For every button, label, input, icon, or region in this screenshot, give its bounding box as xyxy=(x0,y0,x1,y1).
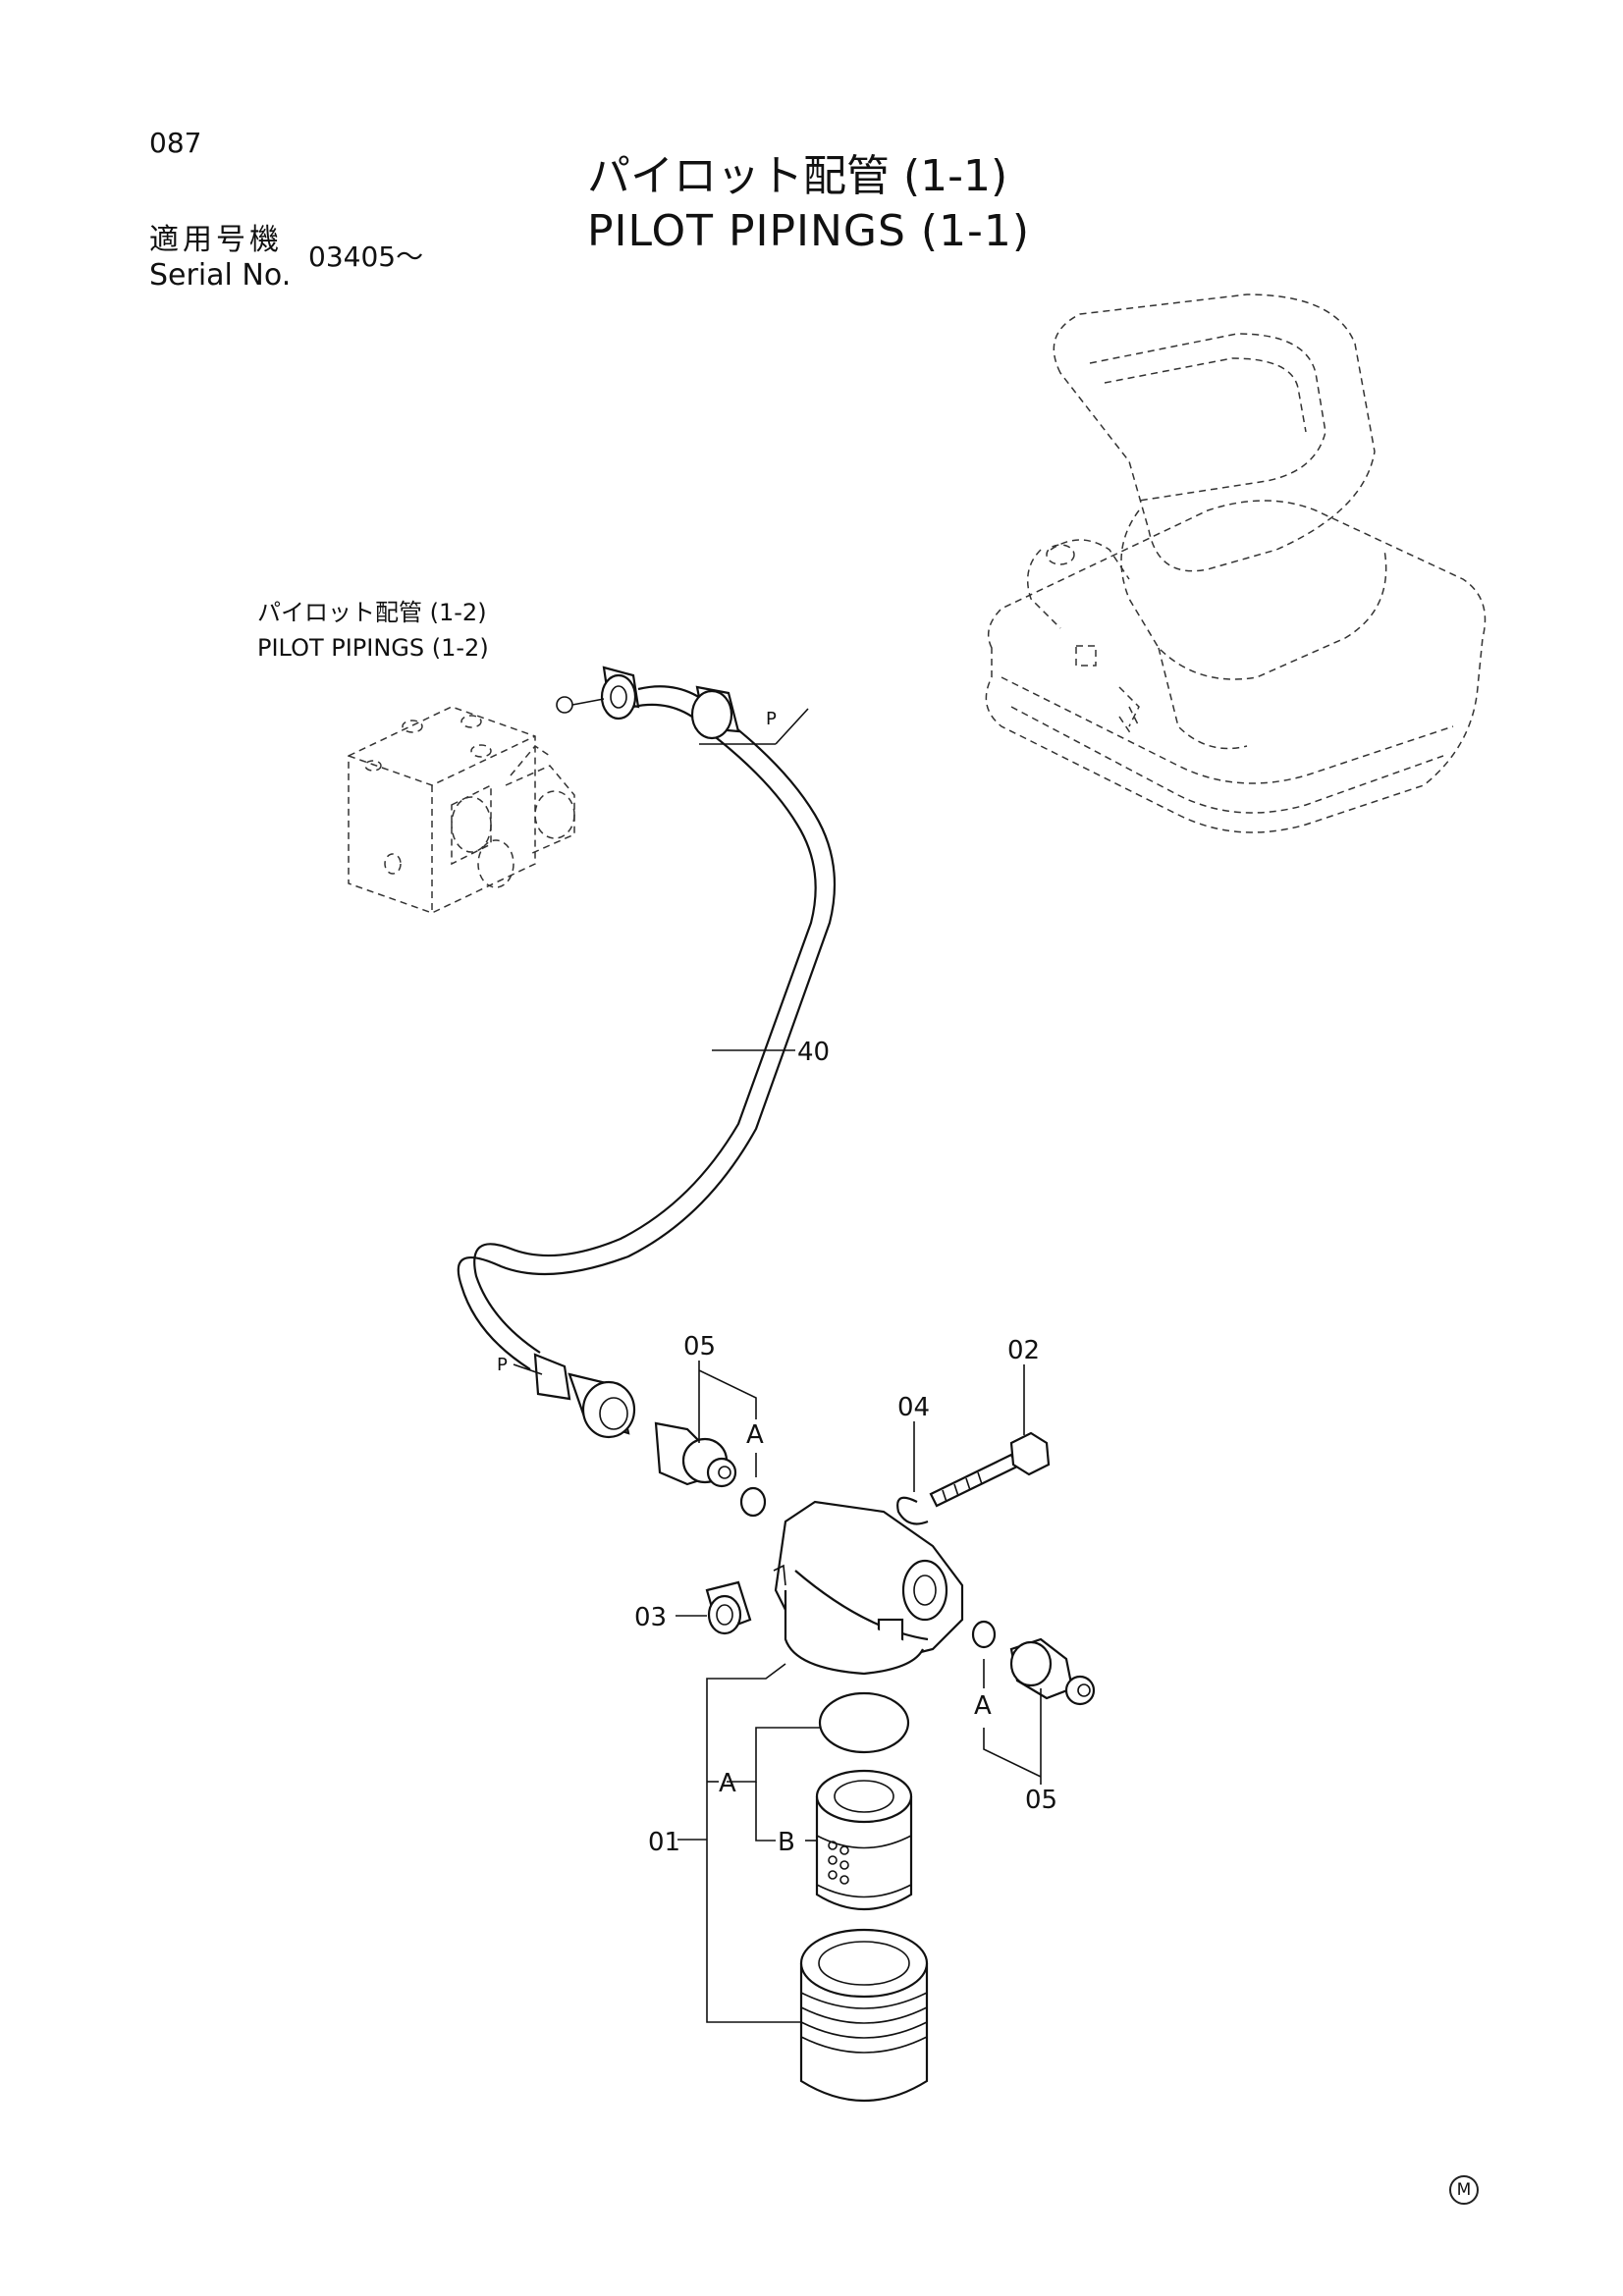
filter-head xyxy=(773,1500,964,1676)
filter-seal xyxy=(818,1691,910,1754)
manufacturer-mark: M xyxy=(1449,2175,1479,2205)
filter-element xyxy=(815,1769,913,1910)
port-label-p-top: P xyxy=(766,709,777,729)
o-ring-upper xyxy=(739,1486,767,1518)
serial-label: Serial No. xyxy=(149,258,292,293)
group-label-a-filter: A xyxy=(719,1769,736,1798)
leader-lines xyxy=(513,708,1042,2023)
page-title: PILOT PIPINGS (1-1) xyxy=(587,206,1031,256)
callout-05-upper: 05 xyxy=(683,1332,716,1362)
serial-value: 03405～ xyxy=(308,240,424,273)
callout-04: 04 xyxy=(897,1393,930,1422)
machine-console-illustration xyxy=(985,294,1487,833)
adapter-fitting-lower xyxy=(1009,1637,1096,1706)
callout-40: 40 xyxy=(797,1038,830,1067)
pilot-hose xyxy=(457,666,837,1439)
pilot-valve-block-illustration xyxy=(348,706,575,914)
filter-bowl xyxy=(799,1928,929,2103)
group-label-b-filter: B xyxy=(778,1828,795,1857)
mounting-bolt xyxy=(929,1431,1051,1508)
port-label-p-bottom: P xyxy=(497,1355,508,1375)
callout-02: 02 xyxy=(1007,1336,1040,1365)
plug xyxy=(705,1580,752,1635)
group-label-a-upper: A xyxy=(746,1420,764,1450)
page-number: 087 xyxy=(149,127,202,159)
reference-label-japanese: パイロット配管 (1-2) xyxy=(257,599,487,626)
page-title-japanese: パイロット配管 (1-1) xyxy=(587,151,1008,201)
o-ring-lower xyxy=(971,1620,997,1649)
serial-label-japanese: 適用号機 xyxy=(149,223,283,257)
group-label-a-lower: A xyxy=(974,1691,992,1721)
lock-washer xyxy=(896,1496,929,1525)
callout-01: 01 xyxy=(648,1828,680,1857)
reference-label: PILOT PIPINGS (1-2) xyxy=(257,634,489,662)
callout-05-lower: 05 xyxy=(1025,1786,1057,1815)
adapter-fitting-upper xyxy=(654,1421,737,1488)
callout-03: 03 xyxy=(634,1603,667,1632)
